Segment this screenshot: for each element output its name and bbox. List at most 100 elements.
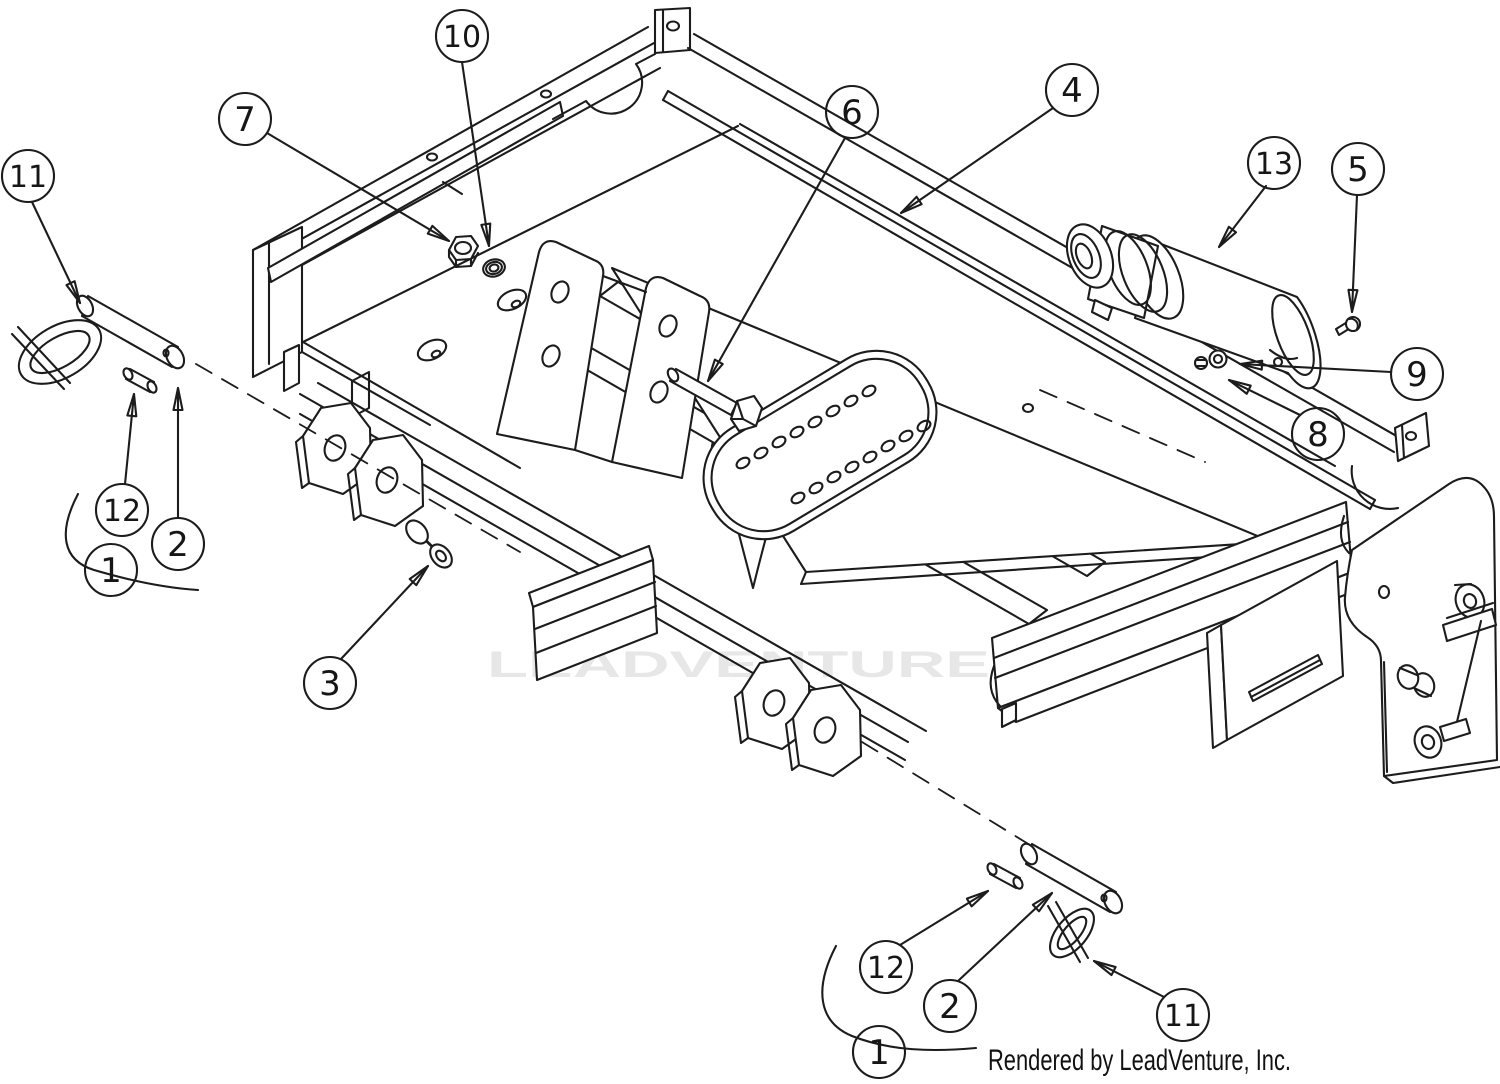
leader-arrowhead — [706, 358, 724, 383]
right-end-plate-assembly — [1205, 411, 1500, 785]
adjustment-holes — [735, 384, 932, 505]
callout-10[interactable]: 10 — [434, 8, 492, 248]
hairpin-clip-top — [10, 319, 103, 391]
back-rail-top-edge — [251, 25, 650, 252]
callout-12[interactable]: 12 — [94, 392, 150, 538]
callout-number: 11 — [9, 160, 47, 195]
callout-circle[interactable] — [1330, 141, 1386, 197]
leader-arrowhead — [426, 224, 451, 243]
assembly-axis-lines — [195, 363, 1206, 846]
floor-slots — [416, 288, 528, 362]
hex-bolt — [666, 367, 764, 433]
callout-number: 6 — [841, 93, 863, 133]
footer-text: Rendered by LeadVenture, Inc. — [988, 1044, 1291, 1077]
callout-number: 8 — [1307, 415, 1329, 455]
leader-arrowhead — [1238, 359, 1264, 371]
callout-circle[interactable] — [1290, 406, 1346, 462]
callout-number: 10 — [443, 20, 481, 55]
leader-line — [123, 392, 136, 486]
callout-9[interactable]: 9 — [1238, 346, 1445, 402]
callout-circle[interactable] — [824, 84, 880, 140]
callout-circle[interactable] — [83, 542, 139, 598]
leader-line — [899, 106, 1055, 215]
callout-circle[interactable] — [94, 482, 150, 538]
leader-arrowhead — [126, 392, 138, 418]
callout-1[interactable]: 1 — [83, 542, 139, 598]
leader-arrowhead — [899, 195, 923, 215]
leader-arrowhead — [1347, 288, 1359, 314]
spacer-bushing — [405, 519, 453, 569]
callout-4[interactable]: 4 — [899, 62, 1100, 215]
callout-12[interactable]: 12 — [858, 889, 990, 995]
callout-6[interactable]: 6 — [706, 84, 880, 383]
leader-line — [30, 200, 82, 305]
leader-arrowhead — [408, 564, 430, 587]
callout-3[interactable]: 3 — [302, 564, 430, 711]
callout-2[interactable]: 2 — [150, 386, 206, 572]
callout-number: 4 — [1061, 71, 1083, 111]
hairpin-clip-bottom — [1046, 900, 1095, 964]
callout-number: 12 — [867, 951, 905, 986]
scraper-blade — [661, 89, 1377, 511]
leader-arrowhead — [65, 280, 82, 305]
clevis-pin-bottom — [1019, 842, 1124, 915]
callout-number: 13 — [1255, 147, 1293, 182]
callout-circle[interactable] — [1044, 62, 1100, 118]
gauge-wheel-rollers — [1396, 582, 1498, 759]
washer — [482, 258, 506, 278]
clevis-pin-top — [75, 294, 186, 370]
callout-8[interactable]: 8 — [1227, 378, 1346, 462]
leader-line — [460, 60, 491, 248]
callout-circle[interactable] — [922, 978, 978, 1034]
callout-circle[interactable] — [858, 939, 914, 995]
leader-line — [1217, 184, 1268, 249]
callout-circle[interactable] — [434, 8, 490, 64]
callout-circle[interactable] — [1389, 346, 1445, 402]
leader-line — [1092, 959, 1166, 999]
callout-13[interactable]: 13 — [1217, 135, 1302, 249]
callout-circle[interactable] — [217, 91, 273, 147]
roller-spindle-assembly — [1065, 223, 1322, 390]
leader-line — [898, 889, 990, 947]
callout-circle[interactable] — [0, 148, 56, 204]
callout-number: 11 — [1164, 999, 1202, 1034]
callout-number: 9 — [1406, 355, 1428, 395]
callout-1[interactable]: 1 — [851, 1024, 907, 1080]
callout-2[interactable]: 2 — [922, 891, 1054, 1034]
callout-circle[interactable] — [851, 1024, 907, 1080]
back-wall-notch — [551, 52, 657, 121]
callout-number: 5 — [1347, 150, 1369, 190]
callout-circle[interactable] — [150, 516, 206, 572]
rear-mount-bar — [266, 100, 565, 284]
leader-line — [1227, 378, 1302, 417]
leader-arrowhead — [1227, 378, 1252, 395]
punched-adjustment-plate — [702, 349, 938, 541]
callout-circle[interactable] — [302, 655, 358, 711]
leader-arrowhead — [965, 889, 990, 908]
deflector-plate — [1205, 559, 1345, 750]
roll-pin-top — [122, 367, 158, 394]
callout-number: 2 — [167, 525, 189, 565]
lock-washer — [1208, 349, 1228, 369]
roll-pin-bottom — [986, 862, 1024, 890]
callout-11[interactable]: 11 — [1092, 959, 1211, 1043]
leader-line — [339, 564, 430, 661]
callout-7[interactable]: 7 — [217, 91, 451, 243]
leader-arrowhead — [172, 386, 184, 412]
set-screw — [1193, 355, 1209, 371]
callout-circle[interactable] — [1246, 135, 1302, 191]
leader-line — [706, 136, 847, 383]
callout-5[interactable]: 5 — [1330, 141, 1386, 314]
small-bolt — [1334, 315, 1362, 337]
callout-11[interactable]: 11 — [0, 148, 82, 305]
hitch-tube — [527, 544, 659, 682]
leader-arrowhead — [1031, 891, 1054, 913]
callout-circle[interactable] — [1155, 987, 1211, 1043]
leader-line — [1238, 362, 1393, 374]
leader-line — [1350, 193, 1359, 314]
flange-nut — [447, 234, 480, 269]
callout-number: 1 — [100, 551, 122, 591]
tower-bracket-plates — [495, 240, 711, 480]
